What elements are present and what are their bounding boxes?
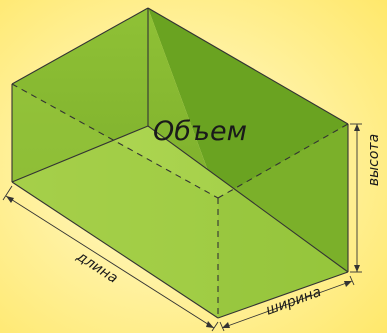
visible-edges <box>11 7 349 319</box>
hidden-edges <box>11 83 349 318</box>
width-ext-right <box>349 275 355 286</box>
length-arrow-left <box>6 196 14 203</box>
height-arrow-bottom <box>354 265 360 272</box>
edge-top-right <box>147 7 349 125</box>
edge-bottom-back <box>147 125 349 273</box>
height-label: высота <box>366 134 382 186</box>
width-arrow-left <box>222 322 230 328</box>
edge-hidden-top-right <box>217 123 349 199</box>
height-arrow-top <box>354 124 360 131</box>
width-arrow-right <box>344 281 352 287</box>
length-dim-line <box>5 195 215 329</box>
edge-bottom-front <box>11 181 219 319</box>
front-face <box>12 84 218 318</box>
length-arrow-right <box>206 321 214 328</box>
arrowheads <box>6 124 360 328</box>
edge-bottom-right <box>217 271 349 319</box>
length-ext-left <box>2 185 13 201</box>
width-dim-line <box>221 280 353 329</box>
edge-bottom-left-back <box>11 125 149 183</box>
right-face <box>218 124 348 318</box>
length-ext-right <box>211 321 219 332</box>
volume-label: Объем <box>153 116 247 147</box>
dimension-lines <box>2 123 362 332</box>
width-ext-left <box>219 321 225 332</box>
edge-top-left <box>11 7 149 85</box>
